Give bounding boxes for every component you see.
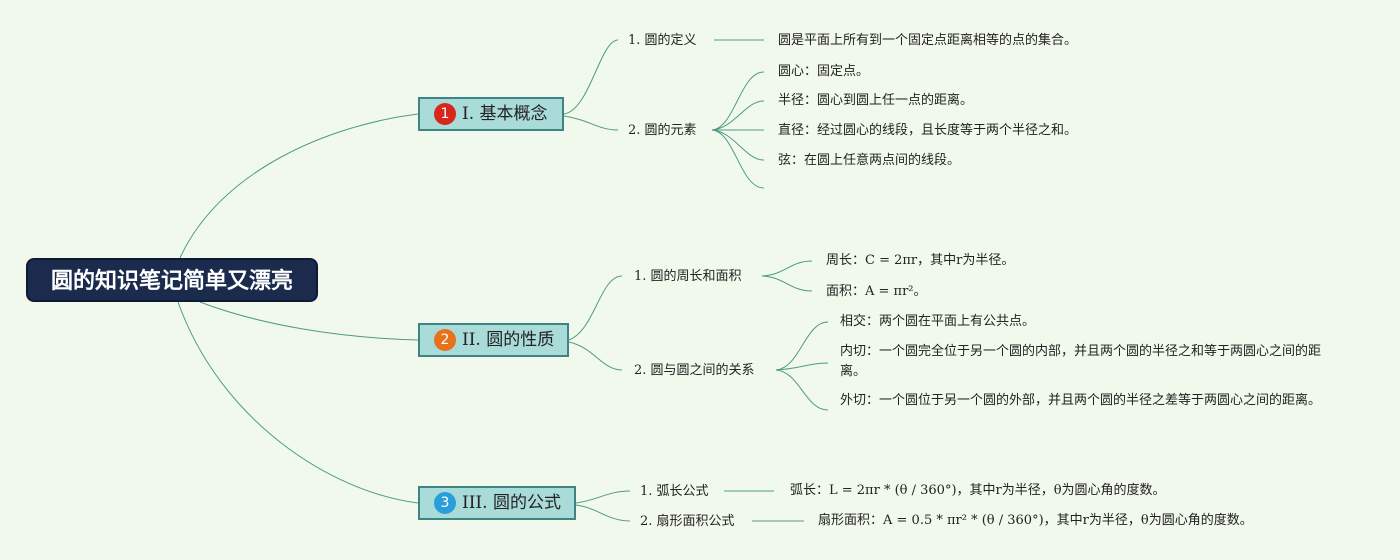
subtopic-arc-length[interactable]: 1. 弧长公式: [640, 484, 709, 499]
subtopic-definition[interactable]: 1. 圆的定义: [628, 33, 697, 48]
leaf-arc-length[interactable]: 弧长：L = 2πr * (θ / 360°)，其中r为半径，θ为圆心角的度数。: [790, 483, 1166, 498]
link-3-sub2: [575, 504, 631, 522]
topic-title: I. 基本概念: [462, 104, 548, 124]
topic-properties[interactable]: 2 II. 圆的性质: [418, 323, 569, 357]
subtopic-circle-relations[interactable]: 2. 圆与圆之间的关系: [634, 363, 755, 378]
link-1-2-leaf4: [711, 129, 765, 161]
subtopic-circumference-area[interactable]: 1. 圆的周长和面积: [634, 269, 742, 284]
priority-3-badge: 3: [434, 492, 456, 514]
link-root-1: [179, 113, 419, 259]
leaf-circumference[interactable]: 周长：C = 2πr，其中r为半径。: [826, 253, 1015, 268]
subtopic-sector-area[interactable]: 2. 扇形面积公式: [640, 514, 735, 529]
priority-2-badge: 2: [434, 329, 456, 351]
link-2-1-leaf1: [761, 260, 813, 277]
link-2-2-leaf2: [775, 362, 829, 371]
link-2-2-leaf3: [775, 369, 829, 411]
leaf-internal-tangent[interactable]: 内切：一个圆完全位于另一个圆的内部，并且两个圆的半径之和等于两圆心之间的距离。: [840, 344, 1322, 379]
leaf-diameter[interactable]: 直径：经过圆心的线段，且长度等于两个半径之和。: [778, 123, 1078, 138]
leaf-external-tangent[interactable]: 外切：一个圆位于另一个圆的外部，并且两个圆的半径之差等于两圆心之间的距离。: [840, 393, 1322, 408]
leaf-sector-area[interactable]: 扇形面积：A = 0.5 * πr² * (θ / 360°)，其中r为半径，θ…: [818, 513, 1253, 528]
link-2-sub1: [568, 275, 623, 341]
subtopic-elements[interactable]: 2. 圆的元素: [628, 123, 697, 138]
link-1-2-leaf5: [711, 129, 765, 189]
topic-title: III. 圆的公式: [462, 493, 561, 513]
link-2-1-leaf2: [761, 275, 813, 292]
topic-basic-concepts[interactable]: 1 I. 基本概念: [418, 97, 564, 131]
topic-title: II. 圆的性质: [462, 330, 555, 350]
leaf-area[interactable]: 面积：A = πr²。: [826, 284, 927, 299]
leaf-intersect[interactable]: 相交：两个圆在平面上有公共点。: [840, 314, 1036, 329]
priority-1-badge: 1: [434, 103, 456, 125]
link-root-2: [199, 301, 419, 341]
link-1-2-leaf1: [711, 71, 765, 131]
leaf-chord[interactable]: 弦：在圆上任意两点间的线段。: [778, 153, 961, 168]
leaf-center[interactable]: 圆心：固定点。: [778, 64, 870, 79]
root-topic[interactable]: 圆的知识笔记简单又漂亮: [26, 258, 318, 302]
link-1-sub1: [563, 39, 619, 115]
link-3-sub1: [575, 490, 631, 504]
link-1-2-leaf2: [711, 100, 765, 131]
topic-formulas[interactable]: 3 III. 圆的公式: [418, 486, 576, 520]
link-1-sub2: [563, 115, 619, 131]
leaf-definition[interactable]: 圆是平面上所有到一个固定点距离相等的点的集合。: [778, 33, 1078, 48]
link-2-2-leaf1: [775, 321, 829, 371]
link-2-sub2: [568, 341, 623, 371]
link-root-3: [177, 301, 419, 504]
leaf-radius[interactable]: 半径：圆心到圆上任一点的距离。: [778, 93, 974, 108]
